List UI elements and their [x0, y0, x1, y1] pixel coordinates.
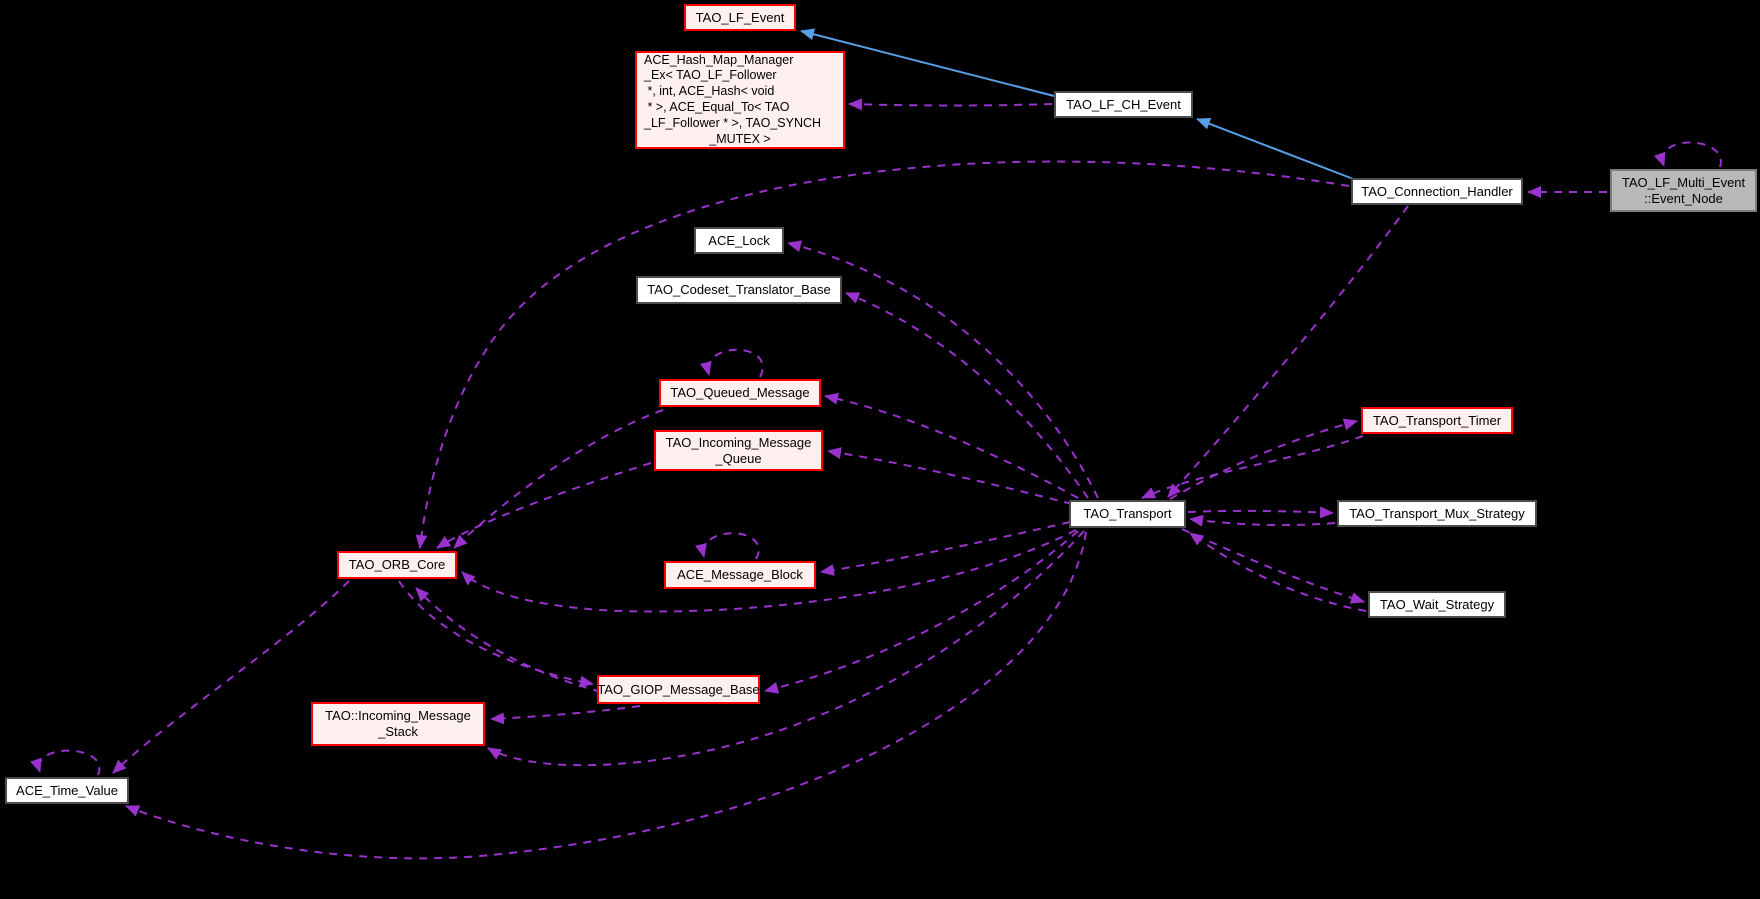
edge-TAO_ORB_Core-to-ACE_Time_Value	[112, 580, 350, 774]
edge-TAO_LF_Multi_Event_Event_Node-to-TAO_LF_Multi_Event_Event_Node-self-loop	[1653, 141, 1722, 168]
node-label-line: TAO_Transport_Timer	[1372, 412, 1502, 428]
node-label-line: TAO_ORB_Core	[348, 557, 446, 572]
node-tao-queued-message[interactable]: TAO_Queued_Message	[659, 379, 821, 407]
node-label-line: ACE_Hash_Map_Manager	[644, 52, 794, 67]
node-label-line: TAO_Transport_Mux_Strategy	[1349, 505, 1525, 521]
edge-TAO_Transport-to-TAO_Transport_Timer	[1169, 418, 1358, 500]
node-ace-time-value[interactable]: ACE_Time_Value	[5, 777, 129, 804]
node-ace-lock[interactable]: ACE_Lock	[694, 227, 784, 254]
node-ace-message-block[interactable]: ACE_Message_Block	[664, 561, 816, 589]
node-tao-codeset-translator-base[interactable]: TAO_Codeset_Translator_Base	[636, 276, 842, 304]
node-label-line: TAO_Connection_Handler	[1361, 183, 1513, 199]
edge-TAO_Transport-to-TAO_Incoming_Message_Queue	[827, 447, 1073, 505]
node-ace-hash-map-manager-ex[interactable]: ACE_Hash_Map_Manager_Ex< TAO_LF_Follower…	[635, 51, 845, 149]
edge-TAO_Connection_Handler-to-TAO_LF_CH_Event	[1196, 118, 1357, 181]
edge-TAO_Transport-to-TAO_Codeset_Translator_Base	[845, 292, 1089, 499]
edge-TAO_Transport-to-TAO_Queued_Message	[824, 392, 1079, 499]
edge-TAO_Transport-to-TAO_Incoming_Message_Stack	[487, 530, 1085, 767]
edge-TAO_Transport-to-TAO_Wait_Strategy	[1181, 528, 1365, 604]
node-label-line: TAO_LF_CH_Event	[1066, 96, 1181, 112]
node-tao-lf-event[interactable]: TAO_LF_Event	[684, 4, 796, 31]
node-tao-giop-message-base[interactable]: TAO_GIOP_Message_Base	[597, 675, 760, 704]
node-label-line: _Ex< TAO_LF_Follower	[644, 68, 777, 83]
node-tao-transport-timer[interactable]: TAO_Transport_Timer	[1361, 407, 1513, 434]
edge-TAO_Transport-to-TAO_GIOP_Message_Base	[764, 530, 1079, 694]
node-label-line: ::Event_Node	[1644, 190, 1723, 206]
node-label-line: TAO_Codeset_Translator_Base	[647, 282, 831, 297]
node-label-line: _Queue	[715, 450, 762, 466]
node-tao-orb-core[interactable]: TAO_ORB_Core	[337, 551, 457, 579]
edge-TAO_Transport-to-TAO_ORB_Core	[461, 529, 1077, 613]
node-tao-incoming-message-queue[interactable]: TAO_Incoming_Message_Queue	[654, 430, 823, 471]
node-label-line: TAO_Wait_Strategy	[1379, 596, 1495, 612]
edge-TAO_Transport-to-TAO_Transport_Mux_Strategy	[1187, 506, 1334, 519]
node-label-line: TAO_LF_Event	[695, 9, 785, 25]
edge-TAO_Transport_Timer-to-TAO_Transport	[1141, 435, 1364, 499]
node-label-line: TAO::Incoming_Message	[325, 708, 471, 723]
node-tao-transport-mux-strategy[interactable]: TAO_Transport_Mux_Strategy	[1337, 500, 1537, 527]
edge-TAO_Queued_Message-to-TAO_Queued_Message-self-loop	[699, 348, 764, 378]
node-label-line: TAO_LF_Multi_Event	[1621, 174, 1746, 190]
edge-TAO_ORB_Core-to-TAO_GIOP_Message_Base	[398, 580, 594, 688]
node-label-line: ACE_Message_Block	[677, 567, 803, 582]
edge-TAO_GIOP_Message_Base-to-TAO_ORB_Core	[415, 587, 602, 693]
node-label-line: TAO_Queued_Message	[670, 385, 810, 400]
edge-TAO_Connection_Handler-to-TAO_ORB_Core	[415, 160, 1350, 549]
edge-ACE_Time_Value-to-ACE_Time_Value-self-loop	[30, 749, 101, 776]
edge-TAO_Queued_Message-to-TAO_ORB_Core	[453, 409, 664, 549]
node-label-line: * >, ACE_Equal_To< TAO	[644, 100, 790, 114]
edge-TAO_Transport-to-ACE_Time_Value	[125, 531, 1087, 860]
node-label-line: ACE_Time_Value	[16, 782, 118, 798]
edge-TAO_LF_CH_Event-to-TAO_LF_Event	[800, 28, 1059, 98]
edge-TAO_LF_CH_Event-to-ACE_Hash_Map_Manager_Ex	[848, 98, 1053, 111]
node-tao-incoming-message-stack[interactable]: TAO::Incoming_Message_Stack	[311, 702, 485, 746]
edge-TAO_GIOP_Message_Base-to-TAO_Incoming_Message_Stack	[490, 705, 641, 725]
node-tao-wait-strategy[interactable]: TAO_Wait_Strategy	[1368, 591, 1506, 618]
node-label-line: _MUTEX >	[709, 131, 771, 146]
node-label-line: *, int, ACE_Hash< void	[644, 84, 775, 99]
edge-TAO_Incoming_Message_Queue-to-TAO_ORB_Core	[436, 462, 652, 549]
node-label-line: _LF_Follower * >, TAO_SYNCH	[644, 115, 822, 130]
edge-TAO_Transport-to-ACE_Lock	[787, 240, 1099, 499]
node-tao-lf-multi-event-event-node[interactable]: TAO_LF_Multi_Event::Event_Node	[1610, 169, 1757, 212]
node-tao-transport[interactable]: TAO_Transport	[1069, 500, 1186, 528]
edge-TAO_Transport_Mux_Strategy-to-TAO_Transport	[1189, 514, 1336, 527]
node-label-line: ACE_Lock	[708, 232, 770, 248]
node-label-line: TAO_GIOP_Message_Base	[597, 681, 760, 697]
node-label-line: TAO_Incoming_Message	[665, 434, 812, 450]
edge-TAO_Connection_Handler-to-TAO_Transport	[1167, 205, 1409, 498]
node-tao-lf-ch-event[interactable]: TAO_LF_CH_Event	[1054, 91, 1193, 118]
node-label-line: TAO_Transport	[1083, 506, 1172, 521]
edge-ACE_Message_Block-to-ACE_Message_Block-self-loop	[695, 532, 760, 560]
edge-TAO_Transport-to-ACE_Message_Block	[820, 521, 1071, 576]
node-tao-connection-handler[interactable]: TAO_Connection_Handler	[1351, 178, 1523, 205]
node-label-line: _Stack	[378, 724, 418, 739]
